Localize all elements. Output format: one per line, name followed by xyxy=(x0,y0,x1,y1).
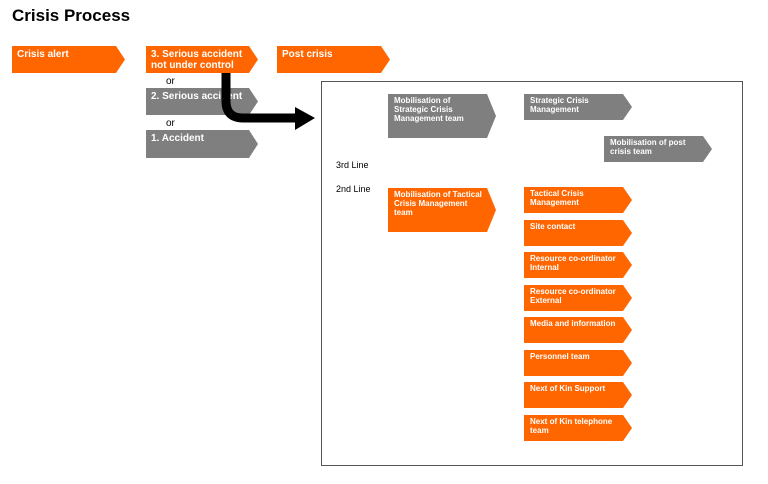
mobilisation-post-crisis-box: Mobilisation of post crisis team xyxy=(604,136,712,162)
role-label: Resource co-ordinator External xyxy=(530,287,616,305)
mobilisation-tactical-box: Mobilisation of Tactical Crisis Manageme… xyxy=(388,188,496,232)
or-label-2: or xyxy=(166,118,175,129)
or-label-1: or xyxy=(166,76,175,87)
role-label: Site contact xyxy=(530,222,576,231)
third-line-label: 3rd Line xyxy=(336,160,369,170)
mobilisation-tactical-label: Mobilisation of Tactical Crisis Manageme… xyxy=(394,190,482,217)
mobilisation-post-crisis-label: Mobilisation of post crisis team xyxy=(610,138,686,156)
role-label: Next of Kin Support xyxy=(530,384,606,393)
strategic-crisis-box: Strategic Crisis Management xyxy=(524,94,632,120)
role-label: Resource co-ordinator Internal xyxy=(530,254,616,272)
role-label: Next of Kin telephone team xyxy=(530,417,613,435)
post-crisis-label: Post crisis xyxy=(282,49,333,60)
serious-accident-label: 2. Serious accident xyxy=(151,91,243,102)
serious-not-control-label: 3. Serious accident not under control xyxy=(151,49,243,72)
serious-accident-step: 2. Serious accident xyxy=(146,88,258,115)
role-resource-internal: Resource co-ordinator Internal xyxy=(524,252,632,278)
role-next-of-kin-support: Next of Kin Support xyxy=(524,382,632,408)
mobilisation-strategic-box: Mobilisation of Strategic Crisis Managem… xyxy=(388,94,496,138)
role-label: Tactical Crisis Management xyxy=(530,189,584,207)
crisis-alert-step: Crisis alert xyxy=(12,46,125,73)
role-site-contact: Site contact xyxy=(524,220,632,246)
role-label: Personnel team xyxy=(530,352,590,361)
role-personnel-team: Personnel team xyxy=(524,350,632,376)
response-frame xyxy=(321,81,743,466)
post-crisis-step: Post crisis xyxy=(277,46,390,73)
crisis-alert-label: Crisis alert xyxy=(17,49,69,60)
second-line-label: 2nd Line xyxy=(336,184,371,194)
mobilisation-strategic-label: Mobilisation of Strategic Crisis Managem… xyxy=(394,96,464,123)
accident-step: 1. Accident xyxy=(146,130,258,158)
serious-accident-not-under-control-step: 3. Serious accident not under control xyxy=(146,46,258,73)
page-title: Crisis Process xyxy=(12,6,131,25)
role-resource-external: Resource co-ordinator External xyxy=(524,285,632,311)
accident-label: 1. Accident xyxy=(151,133,204,144)
role-label: Media and information xyxy=(530,319,616,328)
role-next-of-kin-telephone: Next of Kin telephone team xyxy=(524,415,632,441)
role-media-information: Media and information xyxy=(524,317,632,343)
role-tactical-crisis: Tactical Crisis Management xyxy=(524,187,632,213)
strategic-crisis-label: Strategic Crisis Management xyxy=(530,96,589,114)
